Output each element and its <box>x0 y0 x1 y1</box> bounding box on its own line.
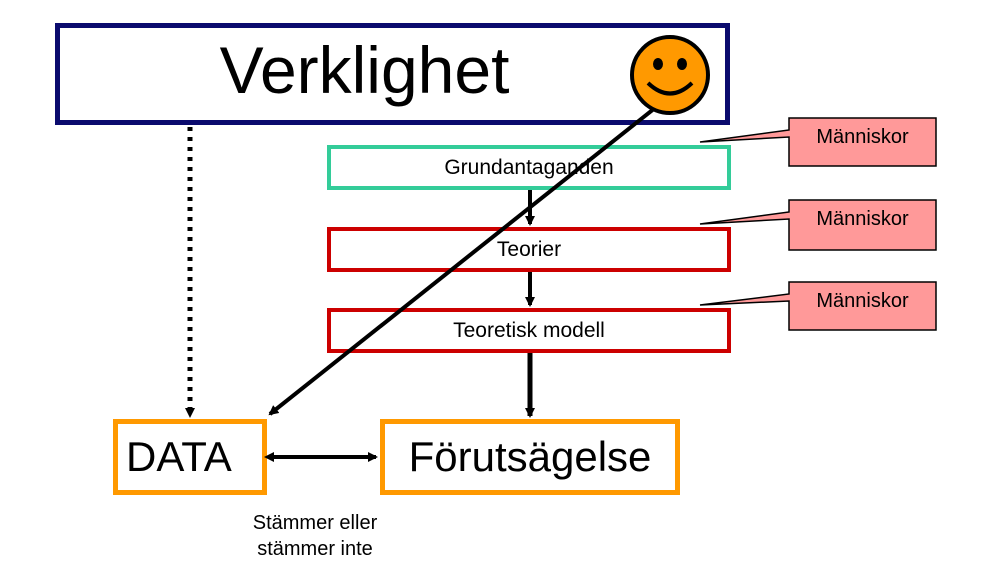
arrow-smiley-data <box>268 102 662 416</box>
prediction-label: Förutsägelse <box>408 433 652 480</box>
callout-shape-1 <box>699 117 937 167</box>
assumptions-box: Grundantaganden <box>327 145 731 190</box>
comparison-note: Stämmer eller stämmer inte <box>200 510 430 562</box>
callout-label-1: Människor <box>816 126 909 148</box>
reality-label: Verklighet <box>219 33 510 107</box>
reality-box: Verklighet <box>55 23 730 125</box>
callout-shape-2 <box>699 199 937 251</box>
comparison-note-line-2: stämmer inte <box>257 538 373 560</box>
callout-label-2: Människor <box>816 208 909 230</box>
data-label: DATA <box>126 433 232 480</box>
model-box: Teoretisk modell <box>327 308 731 353</box>
data-box: DATA <box>113 419 267 495</box>
prediction-box: Förutsägelse <box>380 419 680 495</box>
model-label: Teoretisk modell <box>453 318 605 342</box>
smiley-face-icon <box>630 35 710 115</box>
callout-shape-3 <box>699 281 937 331</box>
theories-label: Teorier <box>496 237 562 261</box>
callout-label-3: Människor <box>816 290 909 312</box>
theories-box: Teorier <box>327 227 731 272</box>
comparison-note-line-1: Stämmer eller <box>252 512 378 534</box>
